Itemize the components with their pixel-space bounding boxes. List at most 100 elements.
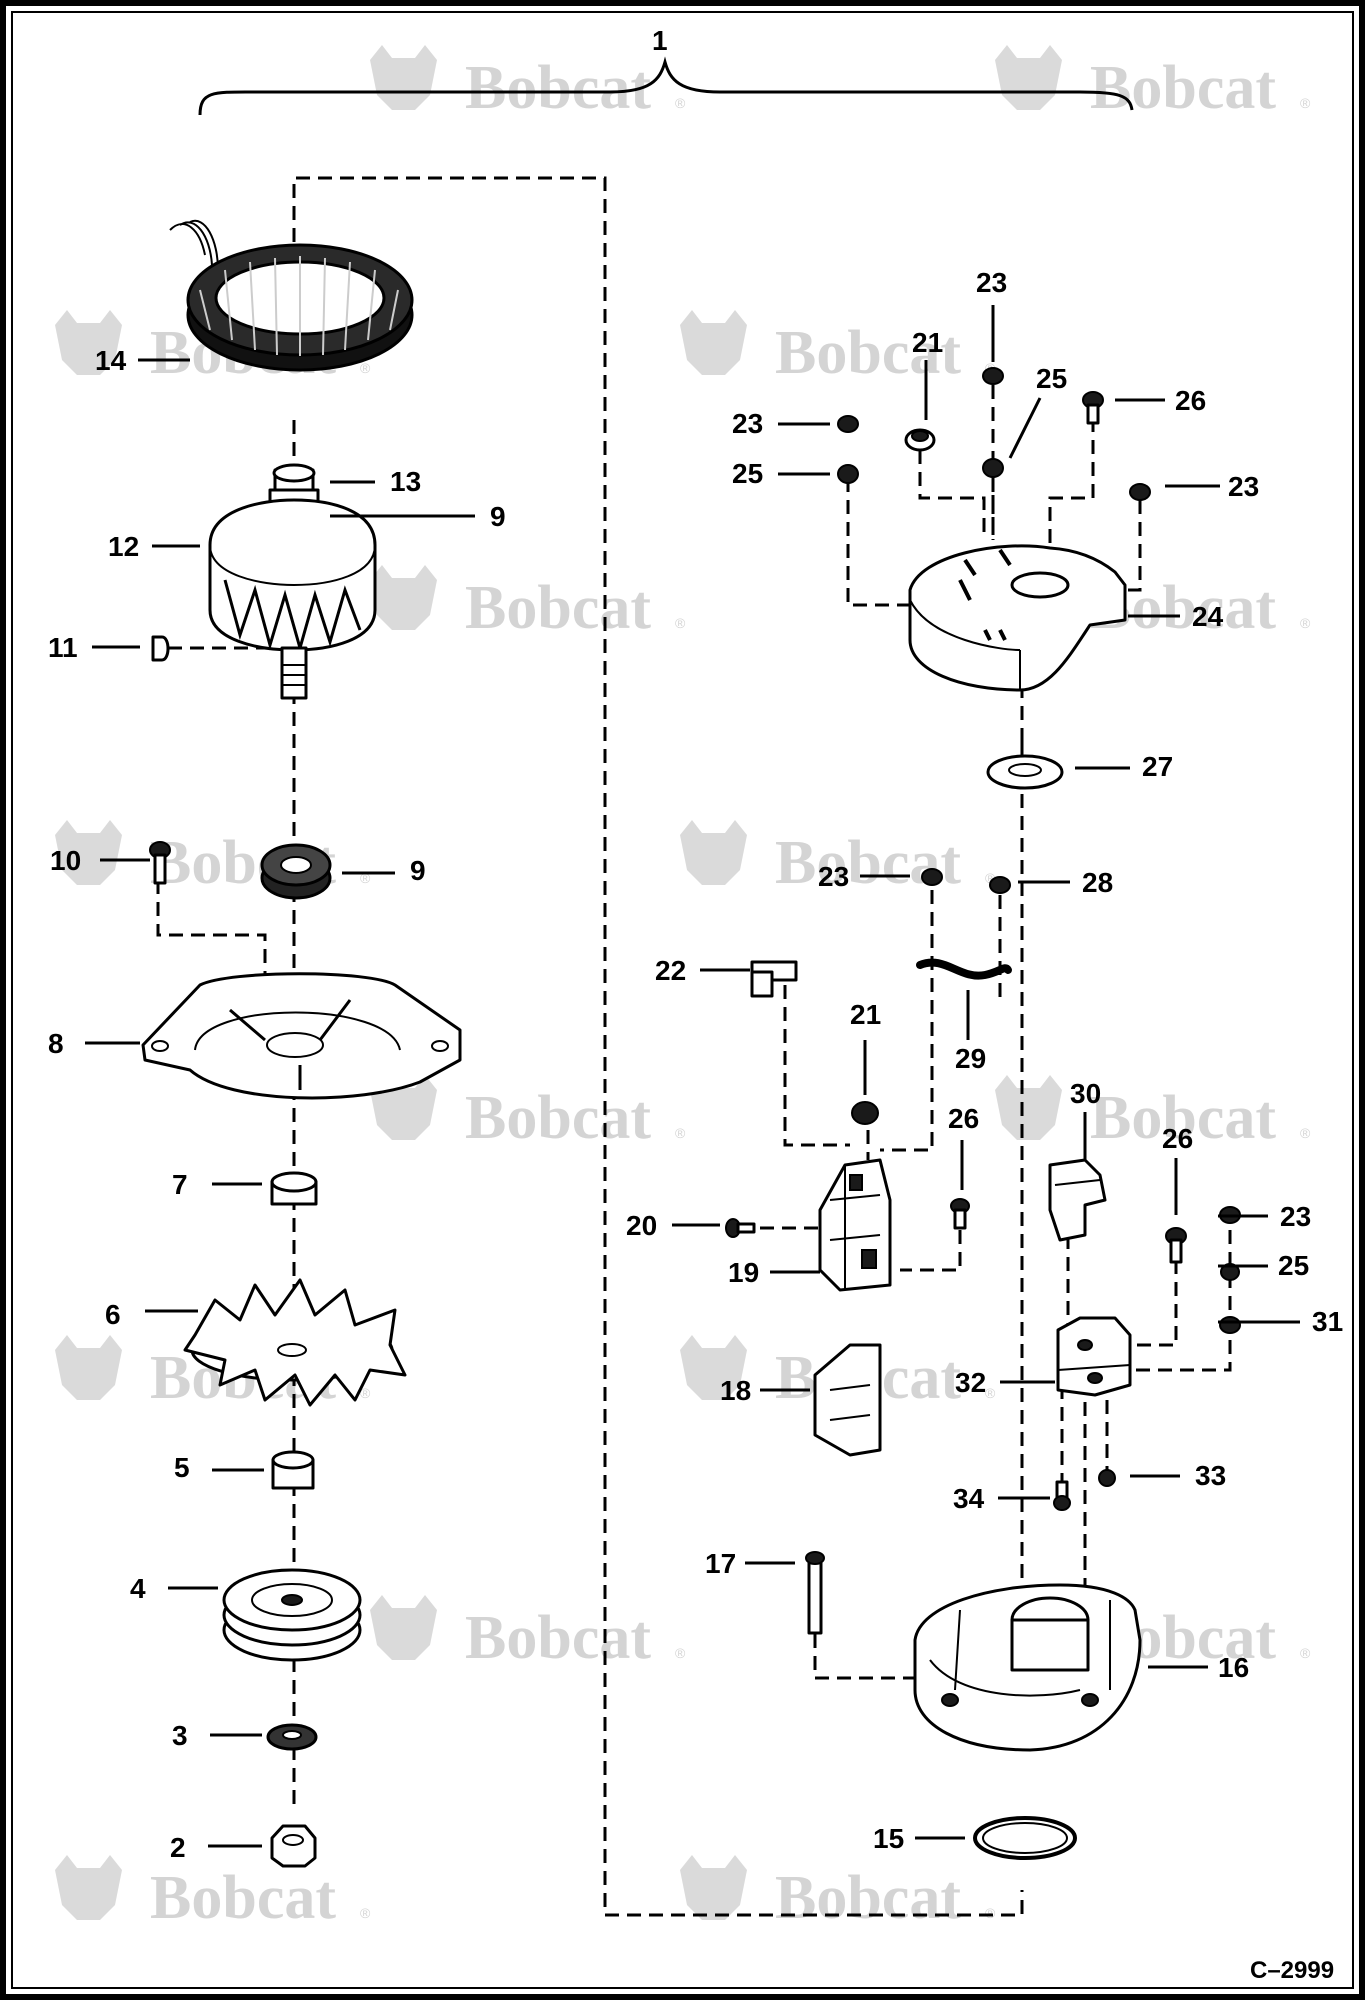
watermark-text: Bobcat bbox=[775, 319, 961, 387]
bobcat-logo-icon bbox=[55, 1855, 122, 1920]
callout-number: 17 bbox=[705, 1548, 736, 1579]
callout-number: 23 bbox=[976, 267, 1007, 298]
bobcat-logo-icon bbox=[370, 45, 437, 110]
callout: 10 bbox=[50, 845, 150, 876]
callout-number: 26 bbox=[1162, 1123, 1193, 1154]
bobcat-logo-icon bbox=[995, 45, 1062, 110]
bobcat-logo-icon bbox=[55, 310, 122, 375]
callout: 6 bbox=[105, 1299, 198, 1330]
watermark-registered-mark: ® bbox=[675, 615, 686, 631]
callout: 2 bbox=[170, 1832, 262, 1863]
callout: 23 bbox=[818, 861, 910, 892]
callout-number: 29 bbox=[955, 1043, 986, 1074]
watermark-registered-mark: ® bbox=[985, 870, 996, 886]
washer-25-right bbox=[1220, 1263, 1240, 1281]
callout-number: 11 bbox=[48, 632, 78, 663]
callout: 22 bbox=[655, 955, 750, 986]
callout-number: 25 bbox=[1036, 363, 1067, 394]
watermark-registered-mark: ® bbox=[985, 1385, 996, 1401]
inner-frame bbox=[11, 11, 1354, 1989]
clip-22 bbox=[750, 960, 798, 998]
callout-number: 18 bbox=[720, 1375, 751, 1406]
nut-23-mid bbox=[921, 868, 943, 886]
nut-21-mid bbox=[851, 1101, 879, 1125]
callout-number: 8 bbox=[48, 1028, 64, 1059]
fan bbox=[183, 1278, 407, 1407]
callout-number: 16 bbox=[1218, 1652, 1249, 1683]
watermark-registered-mark: ® bbox=[360, 870, 371, 886]
callout: 19 bbox=[728, 1257, 820, 1288]
callout: 24 bbox=[1128, 601, 1224, 632]
callout-number: 12 bbox=[108, 531, 139, 562]
bobcat-logo-icon bbox=[680, 1855, 747, 1920]
bobcat-logo-icon bbox=[370, 565, 437, 630]
bobcat-logo-icon bbox=[55, 1335, 122, 1400]
callout: 28 bbox=[1018, 867, 1113, 898]
callout: 26 bbox=[1115, 385, 1206, 416]
bobcat-logo-icon bbox=[680, 1335, 747, 1400]
callout: 9 bbox=[330, 501, 506, 532]
callout: 29 bbox=[955, 990, 986, 1074]
bobcat-watermark: Bobcat® bbox=[995, 1075, 1311, 1152]
screw-26-right bbox=[1165, 1227, 1187, 1264]
callout: 8 bbox=[48, 1028, 140, 1059]
callout: 23 bbox=[976, 267, 1007, 298]
callout: 25 bbox=[1218, 1250, 1309, 1281]
washer-25-center bbox=[982, 458, 1004, 478]
washer-31 bbox=[1219, 1316, 1241, 1334]
callout: 33 bbox=[1130, 1460, 1226, 1491]
watermark-registered-mark: ® bbox=[360, 1905, 371, 1921]
nut-21-top bbox=[904, 428, 936, 452]
watermark-text: Bobcat bbox=[465, 574, 651, 642]
callout-number: 2 bbox=[170, 1832, 186, 1863]
nut-23-top bbox=[982, 367, 1004, 385]
bobcat-logo-icon bbox=[370, 1595, 437, 1660]
connector-strap bbox=[916, 958, 1012, 980]
watermark-registered-mark: ® bbox=[675, 1645, 686, 1661]
drawing-code: C–2999 bbox=[1250, 1957, 1334, 1984]
callout: 5 bbox=[174, 1452, 264, 1483]
callout-number: 21 bbox=[912, 327, 943, 358]
callout-number: 24 bbox=[1192, 601, 1224, 632]
callout: 30 bbox=[1070, 1078, 1101, 1160]
callout: 11 bbox=[48, 632, 140, 663]
watermark-registered-mark: ® bbox=[1300, 1125, 1311, 1141]
spacer-5 bbox=[271, 1450, 315, 1490]
bobcat-watermark: Bobcat® bbox=[370, 1075, 686, 1152]
callout-number: 25 bbox=[732, 458, 763, 489]
washer-27 bbox=[986, 754, 1064, 790]
o-ring bbox=[973, 1816, 1077, 1860]
callout-number: 9 bbox=[410, 855, 426, 886]
callout: 15 bbox=[873, 1823, 965, 1854]
callout: 23 bbox=[1218, 1201, 1311, 1232]
callout-number: 23 bbox=[818, 861, 849, 892]
watermark-registered-mark: ® bbox=[985, 1905, 996, 1921]
plate-18 bbox=[813, 1343, 882, 1457]
bobcat-watermark: Bobcat ® bbox=[370, 1595, 686, 1672]
drive-end-frame bbox=[141, 972, 462, 1100]
bobcat-logo-icon bbox=[995, 1075, 1062, 1140]
callout: 4 bbox=[130, 1573, 218, 1604]
pulley bbox=[222, 1568, 362, 1662]
callout-number: 10 bbox=[50, 845, 81, 876]
callout: 12 bbox=[108, 531, 200, 562]
callout-number: 27 bbox=[1142, 751, 1173, 782]
screw-10 bbox=[149, 841, 171, 885]
nut-23-left bbox=[837, 415, 859, 433]
screw-26-top bbox=[1082, 391, 1104, 425]
watermark-registered-mark: ® bbox=[675, 1125, 686, 1141]
watermark-registered-mark: ® bbox=[1300, 1645, 1311, 1661]
watermark-text: Bobcat bbox=[465, 1604, 651, 1672]
callout-number: 25 bbox=[1278, 1250, 1309, 1281]
watermark-text: Bobcat bbox=[775, 829, 961, 897]
callout-number: 9 bbox=[490, 501, 506, 532]
watermark-registered-mark: ® bbox=[1300, 95, 1311, 111]
brush-holder bbox=[818, 1158, 892, 1292]
watermark-text: Bobcat bbox=[1090, 54, 1276, 122]
callout-number: 7 bbox=[172, 1169, 188, 1200]
callout: 26 bbox=[1162, 1123, 1193, 1215]
bobcat-watermark: Bobcat® bbox=[55, 1855, 371, 1932]
washer-3 bbox=[266, 1723, 318, 1751]
